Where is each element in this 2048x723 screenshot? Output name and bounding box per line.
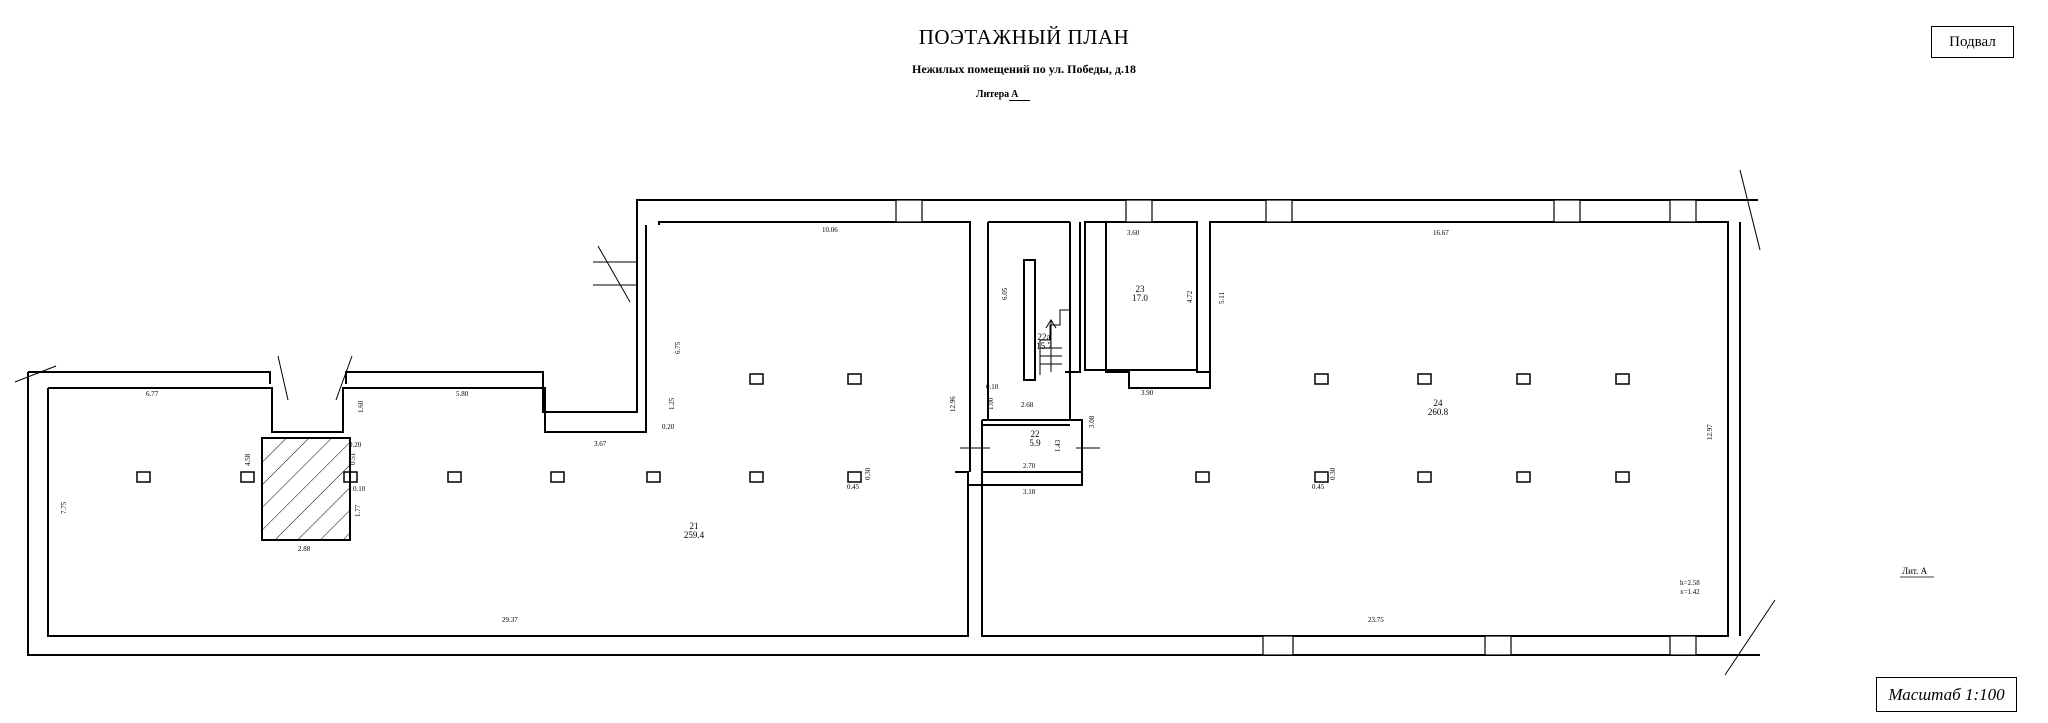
dim-125: 1.25 bbox=[668, 397, 676, 410]
litera-value: А bbox=[1009, 89, 1031, 101]
dim-677: 6.77 bbox=[146, 390, 159, 398]
dim-1006: 10.06 bbox=[822, 226, 838, 234]
dim-775: 7.75 bbox=[60, 501, 68, 514]
dim-605: 6.05 bbox=[1001, 287, 1009, 300]
dim-045a: 0.45 bbox=[847, 483, 860, 491]
outer-shell bbox=[27, 199, 1760, 656]
room-22a-id: 22а bbox=[1038, 332, 1051, 342]
room-23-id: 23 bbox=[1136, 284, 1146, 294]
dim-010a: 0.10 bbox=[353, 485, 366, 493]
room-23-area: 17.0 bbox=[1132, 293, 1148, 303]
dim-270: 2.70 bbox=[1023, 462, 1036, 470]
litera-label: Литера bbox=[976, 89, 1010, 100]
building-label-group: Лит. А bbox=[1900, 566, 1934, 578]
building-label: Лит. А bbox=[1902, 566, 1928, 576]
inner-shell bbox=[47, 221, 1729, 637]
dimension-labels: 6.77 5.80 4.58 7.75 2.88 0.20 0.51 0.10 … bbox=[60, 226, 1714, 624]
stair-rail bbox=[1023, 259, 1036, 381]
dim-2937: 29.37 bbox=[502, 616, 518, 624]
room-21-id: 21 bbox=[690, 521, 699, 531]
dim-472: 4.72 bbox=[1186, 290, 1194, 303]
dim-160: 1.60 bbox=[357, 400, 365, 413]
dim-288: 2.88 bbox=[298, 545, 311, 553]
stair-steps bbox=[1039, 309, 1070, 375]
dim-100: 1.00 bbox=[987, 397, 995, 410]
dim-268: 2.68 bbox=[1021, 401, 1034, 409]
dim-030a: 0.30 bbox=[864, 467, 872, 480]
columns bbox=[136, 373, 1630, 483]
dim-020b: 0.20 bbox=[662, 423, 675, 431]
dim-580: 5.80 bbox=[456, 390, 469, 398]
dim-511: 5.11 bbox=[1218, 292, 1226, 304]
dim-367: 3.67 bbox=[594, 440, 607, 448]
floor-badge: Подвал bbox=[1931, 26, 2014, 58]
dim-675: 6.75 bbox=[674, 341, 682, 354]
ceiling-x: x=1.42 bbox=[1680, 588, 1700, 596]
dim-458: 4.58 bbox=[244, 453, 252, 466]
dim-1297: 12.97 bbox=[1706, 424, 1714, 440]
ceiling-height: h=2.58 bbox=[1680, 579, 1700, 587]
room-24-area: 260.8 bbox=[1428, 407, 1449, 417]
dim-177: 1.77 bbox=[354, 504, 362, 517]
room-22-area: 5.9 bbox=[1029, 438, 1041, 448]
dim-143: 1.43 bbox=[1054, 439, 1062, 452]
dim-2375: 23.75 bbox=[1368, 616, 1384, 624]
dim-045b: 0.45 bbox=[1312, 483, 1325, 491]
room-21-area: 259.4 bbox=[684, 530, 705, 540]
room-24-id: 24 bbox=[1434, 398, 1444, 408]
walls bbox=[27, 199, 1760, 656]
plan-title: ПОЭТАЖНЫЙ ПЛАН bbox=[918, 25, 1130, 49]
dim-1296: 12.96 bbox=[949, 396, 957, 412]
dim-020a: 0.20 bbox=[349, 441, 362, 449]
dim-318: 3.18 bbox=[1023, 488, 1036, 496]
dim-010b: 0.10 bbox=[986, 383, 999, 391]
dim-030b: 0.30 bbox=[1329, 467, 1337, 480]
dim-390: 3.90 bbox=[1141, 389, 1154, 397]
hatched-shaft bbox=[261, 437, 351, 541]
dim-1667: 16.67 bbox=[1433, 229, 1449, 237]
stair-block bbox=[967, 221, 1083, 486]
plan-subtitle: Нежилых помещений по ул. Победы, д.18 bbox=[912, 62, 1136, 76]
scale-badge: Масштаб 1:100 bbox=[1876, 677, 2017, 712]
room-22a-area: 15.7 bbox=[1036, 341, 1052, 351]
dim-360: 3.60 bbox=[1127, 229, 1140, 237]
windows bbox=[895, 199, 1697, 656]
room-22-id: 22 bbox=[1031, 429, 1040, 439]
dim-051: 0.51 bbox=[349, 452, 357, 465]
section-marks bbox=[14, 169, 1776, 676]
dim-308: 3.08 bbox=[1088, 415, 1096, 428]
room-labels: 21 259.4 22 5.9 22а 15.7 23 17.0 24 260.… bbox=[684, 284, 1449, 540]
